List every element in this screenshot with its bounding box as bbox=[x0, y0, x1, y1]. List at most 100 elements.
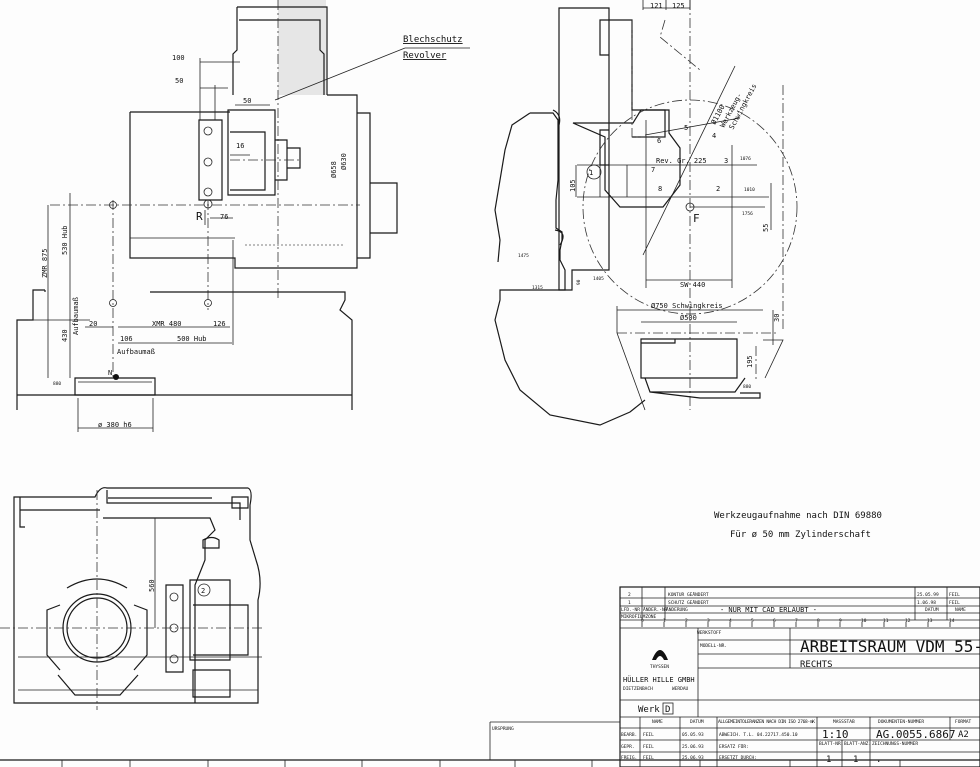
sheet-count-label: BLATT-ANZ. bbox=[844, 741, 871, 747]
dim-195: 195 bbox=[746, 355, 754, 368]
rev-2-no: 2 bbox=[628, 592, 631, 598]
dim-380: ø 380 h6 bbox=[98, 421, 132, 429]
rev-header-text: ÄNDERUNG bbox=[666, 606, 688, 613]
dim-1475: 1475 bbox=[518, 253, 529, 259]
dim-1076: 1076 bbox=[740, 156, 751, 162]
format-value: A2 bbox=[958, 730, 969, 740]
rev-1-no: 1 bbox=[628, 600, 631, 606]
station-4: 4 bbox=[712, 132, 716, 140]
title-block-text: 2 KONTUR GEÄNDERT 25.05.99 FEIL 1 SCHUTZ… bbox=[621, 591, 980, 765]
station-8: 8 bbox=[658, 185, 662, 193]
dim-50b: 50 bbox=[243, 97, 251, 105]
dim-1315: 1315 bbox=[532, 285, 543, 291]
front-view-labels: Blechschutz Revolver 100 50 50 16 Ø658 Ø… bbox=[41, 35, 463, 429]
ruler-label: 11 bbox=[883, 618, 889, 624]
ruler-label: 1 bbox=[663, 618, 666, 624]
dim-90: 90 bbox=[576, 279, 582, 285]
point-r: R bbox=[196, 210, 203, 223]
title-block bbox=[619, 586, 980, 767]
ruler-label: 9 bbox=[839, 618, 842, 624]
dim-sw-440: SW 440 bbox=[680, 281, 705, 289]
drawing-no: . bbox=[876, 755, 881, 765]
dim-880-side: 880 bbox=[743, 384, 751, 390]
dim-430: 430 bbox=[61, 329, 69, 342]
microfilm-label: MIKROFILMZONE bbox=[621, 614, 657, 620]
row-3-date: 25.06.93 bbox=[682, 755, 704, 761]
ursprung-label: URSPRUNG bbox=[492, 726, 514, 732]
front-view bbox=[16, 0, 470, 432]
station-1: 1 bbox=[589, 169, 593, 177]
station-6: 6 bbox=[657, 137, 661, 145]
dim-121: 121 bbox=[650, 2, 663, 10]
header-tolerance: ALLGEMEINTOLERANZEN NACH DIN ISO 2768-mK bbox=[718, 719, 815, 725]
dim-880: 880 bbox=[53, 381, 61, 387]
ruler-label: 13 bbox=[927, 618, 933, 624]
rev-header-no: LFD.-NR bbox=[621, 607, 640, 613]
rev-header-name: NAME bbox=[955, 607, 966, 613]
dim-125: 125 bbox=[672, 2, 685, 10]
company-city-1: DIETZENBACH bbox=[623, 686, 653, 692]
note-blechschutz: Blechschutz bbox=[403, 35, 463, 45]
dim-630: Ø630 bbox=[340, 153, 348, 170]
dim-658: Ø658 bbox=[330, 161, 338, 178]
sheet-no-label: BLATT-NR. bbox=[819, 741, 843, 747]
drawing-no-label: ZEICHNUNGS-NUMMER bbox=[872, 741, 918, 747]
row-1-name: FEIL bbox=[643, 732, 654, 738]
top-view bbox=[0, 487, 262, 710]
dim-zmr-875: ZMR 875 bbox=[41, 248, 49, 278]
thyssen-logo-icon bbox=[652, 650, 668, 660]
dim-100: 100 bbox=[172, 54, 185, 62]
row-2-info: ERSATZ FÜR: bbox=[719, 743, 749, 750]
dim-750: Ø750 Schwingkreis bbox=[651, 302, 723, 310]
dim-55: 55 bbox=[762, 224, 770, 232]
side-view bbox=[494, 0, 798, 426]
rev-2-date: 25.05.99 bbox=[917, 592, 939, 598]
row-3-role: FREIG. bbox=[621, 755, 637, 761]
header-docno: DOKUMENTEN-NUMMER bbox=[878, 719, 924, 725]
row-1-date: 05.05.93 bbox=[682, 732, 704, 738]
sheet-no: 1 bbox=[826, 755, 831, 765]
ruler-label: 0 bbox=[641, 618, 644, 624]
logo-text: THYSSEN bbox=[650, 664, 669, 670]
dim-50a: 50 bbox=[175, 77, 183, 85]
dim-aufbaumass-h: Aufbaumaß bbox=[117, 348, 155, 356]
dim-20: 20 bbox=[89, 320, 97, 328]
werkstoff-label: WERKSTOFF bbox=[697, 630, 722, 636]
dim-xmr-480: XMR 480 bbox=[152, 320, 182, 328]
ruler-label: 6 bbox=[773, 618, 776, 624]
ruler-label: 10 bbox=[861, 618, 867, 624]
dim-16: 16 bbox=[236, 142, 244, 150]
row-2-role: GEPR. bbox=[621, 744, 635, 750]
callout-2: 2 bbox=[201, 587, 205, 595]
werk-label: Werk bbox=[638, 705, 660, 715]
ruler-label: 12 bbox=[905, 618, 911, 624]
row-2-name: FEIL bbox=[643, 744, 654, 750]
row-3-info: ERSETZT DURCH: bbox=[719, 755, 757, 761]
header-datum: DATUM bbox=[690, 719, 704, 725]
dim-126: 126 bbox=[213, 320, 226, 328]
scale-value: 1:10 bbox=[822, 728, 849, 741]
note-revolver: Revolver bbox=[403, 51, 447, 61]
header-name: NAME bbox=[652, 719, 663, 725]
station-7: 7 bbox=[651, 166, 655, 174]
rev-1-name: FEIL bbox=[949, 600, 960, 606]
drawing-subtitle: RECHTS bbox=[800, 660, 833, 670]
ruler-label: 3 bbox=[707, 618, 710, 624]
dim-530-hub: 530 Hub bbox=[61, 225, 69, 255]
note-tool-holder-1: Werkzeugaufnahme nach DIN 69880 bbox=[714, 511, 882, 521]
rev-2-text: KONTUR GEÄNDERT bbox=[668, 591, 709, 598]
note-tool-holder-2: Für ø 50 mm Zylinderschaft bbox=[730, 530, 871, 540]
dim-1010: 1010 bbox=[744, 187, 755, 193]
point-f: F bbox=[693, 212, 700, 225]
dim-500: Ø500 bbox=[680, 314, 697, 322]
header-scale: MASSSTAB bbox=[833, 719, 855, 725]
ruler-label: 8 bbox=[817, 618, 820, 624]
rev-2-name: FEIL bbox=[949, 592, 960, 598]
station-5: 5 bbox=[684, 124, 688, 132]
row-2-date: 25.06.93 bbox=[682, 744, 704, 750]
company-city-2: WERDAU bbox=[672, 686, 689, 692]
dim-76: 76 bbox=[220, 213, 228, 221]
ruler-label: 5 bbox=[751, 618, 754, 624]
